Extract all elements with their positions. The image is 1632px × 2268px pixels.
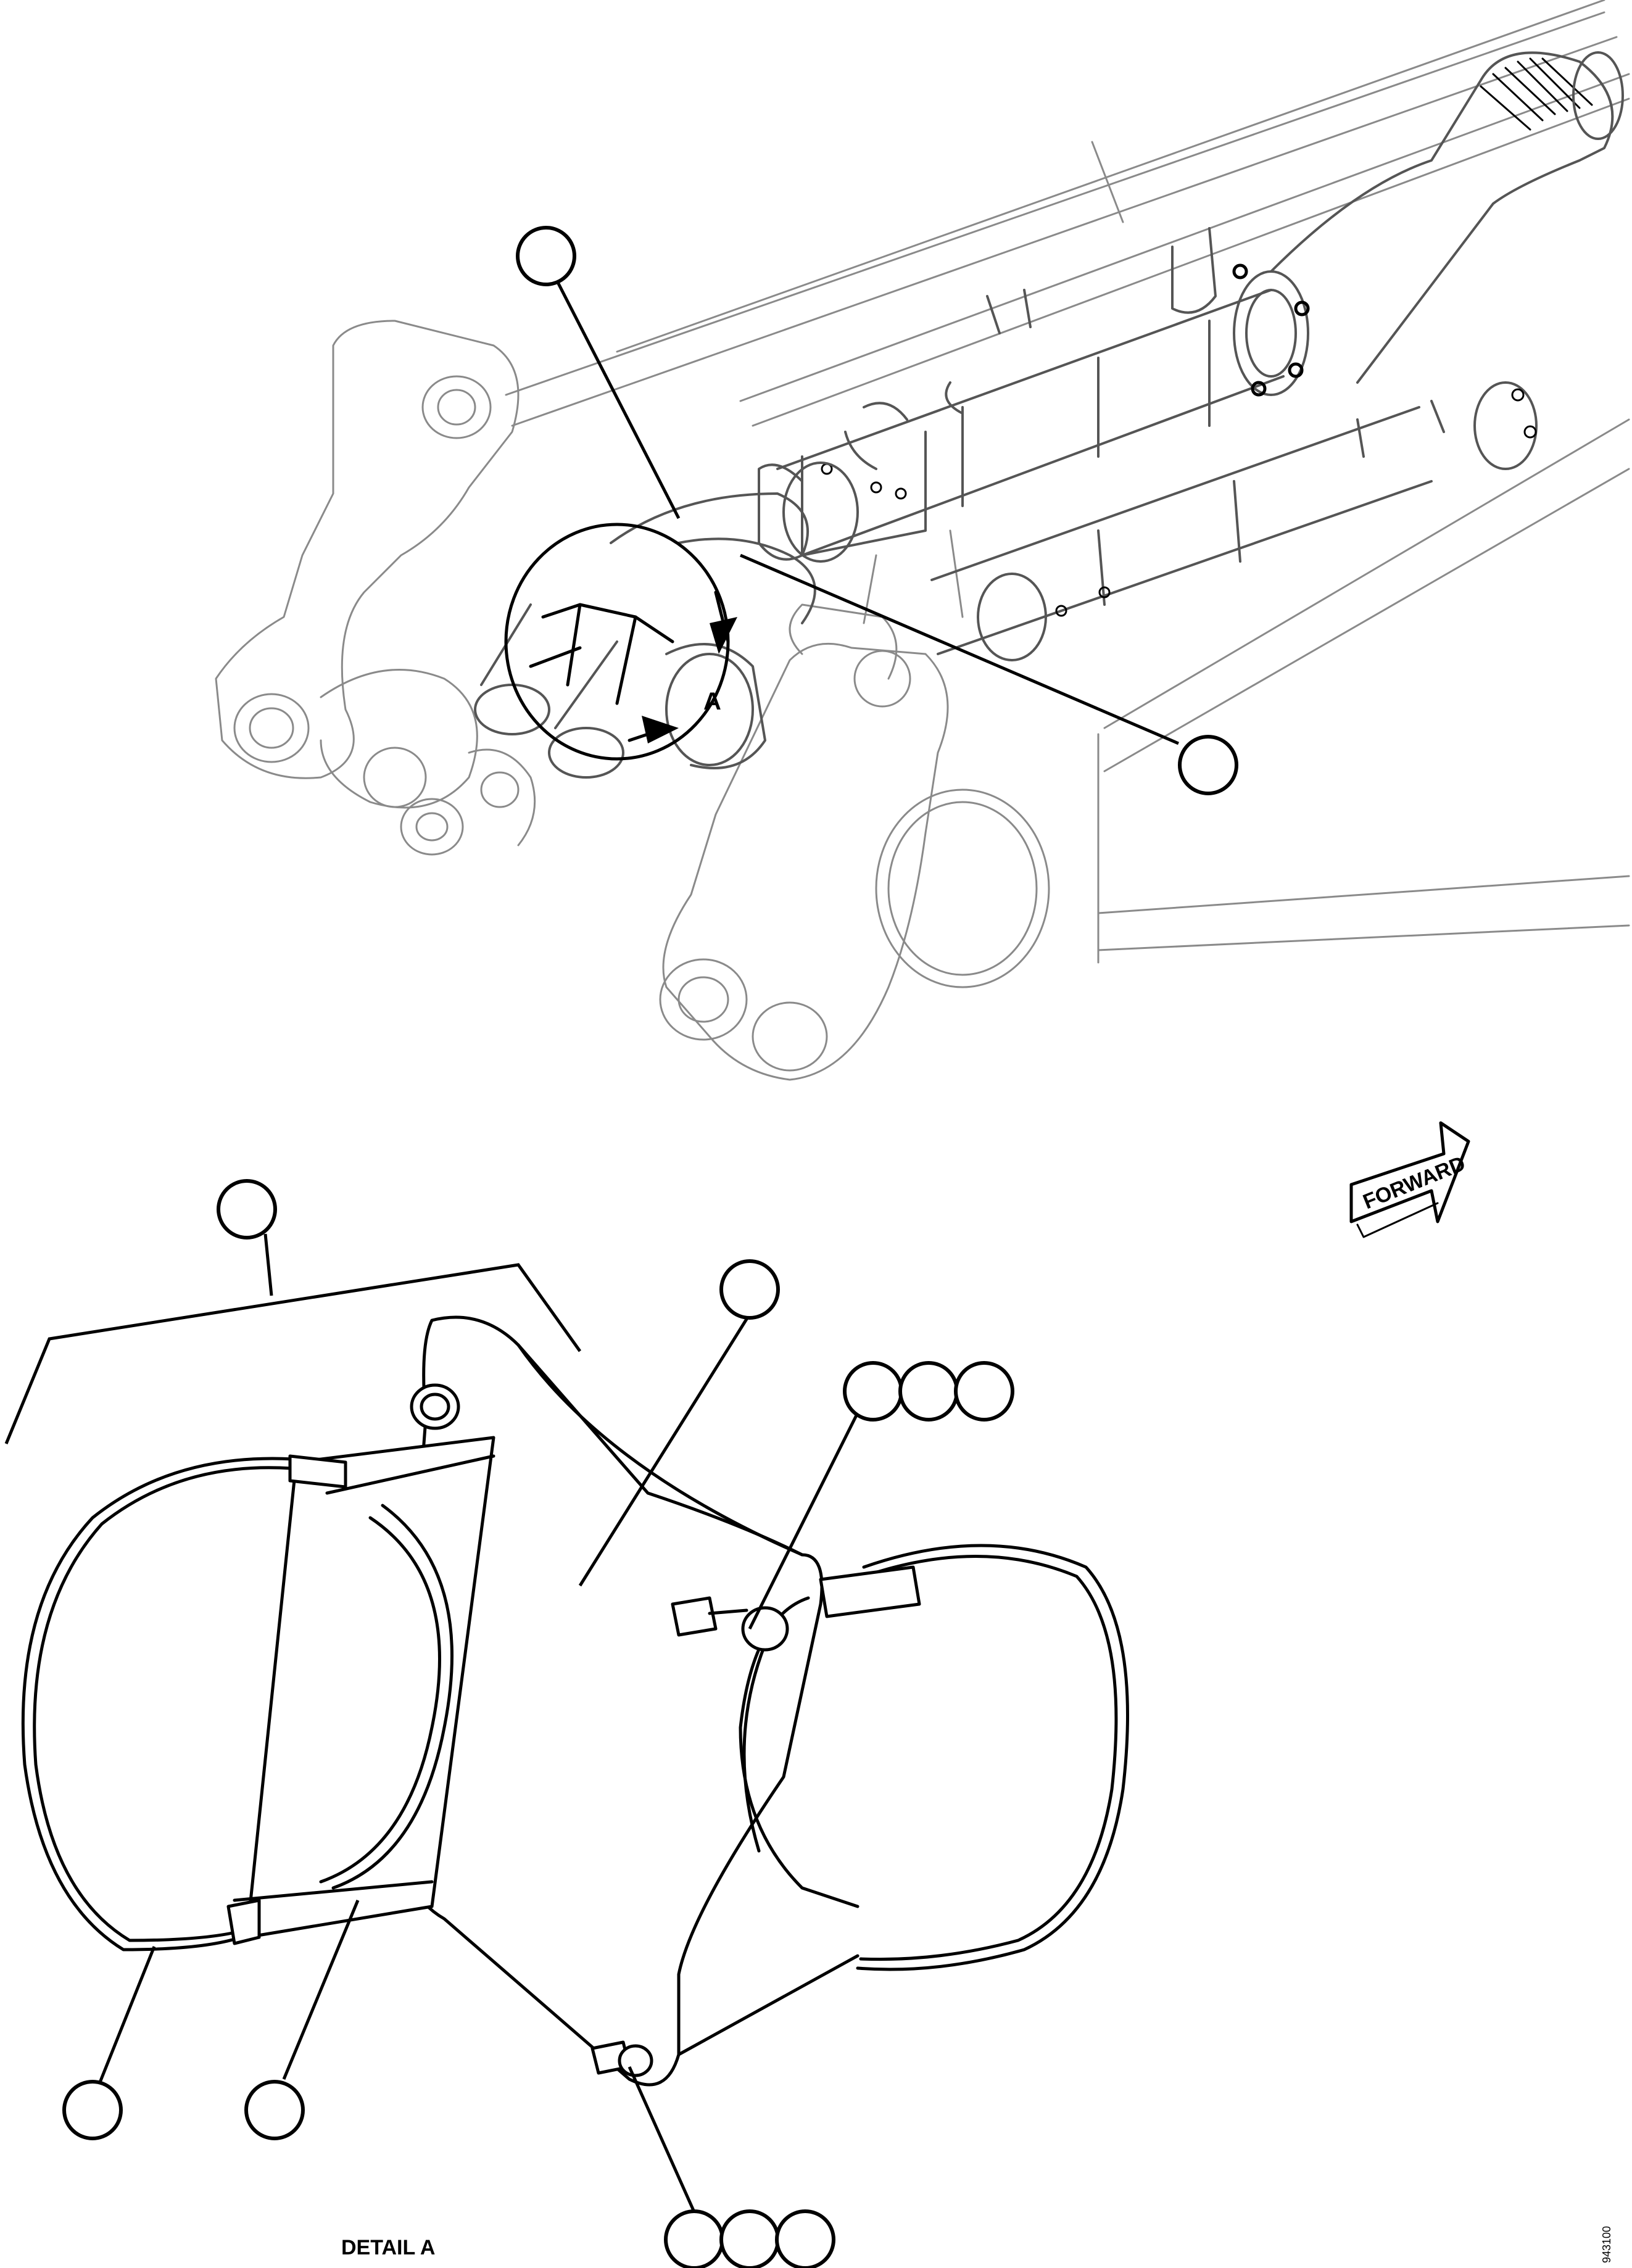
callout-bubble [664, 2209, 724, 2268]
callout-bubble [775, 2209, 835, 2268]
bolt [590, 2040, 653, 2077]
bolt [410, 1383, 460, 1430]
callout-bubble [898, 1361, 959, 1422]
detail-a-view: DETAIL A [4, 1179, 1129, 2268]
callout-bubble [719, 2209, 780, 2268]
callout-bubble [516, 226, 576, 286]
callout-bubble [244, 2080, 305, 2140]
drawing-id: 943100 [1601, 2226, 1613, 2263]
callout-bubble [843, 1361, 903, 1422]
callout-bubble [217, 1179, 277, 1240]
detail-label: DETAIL A [341, 2236, 435, 2259]
frame-assembly-view: A [215, 0, 1630, 1081]
callout-bubble [62, 2080, 123, 2140]
callout-bubble [719, 1259, 780, 1320]
forward-arrow: FORWARD [1349, 1121, 1470, 1238]
callout-bubble [954, 1361, 1014, 1422]
view-letter: A [703, 688, 721, 715]
callout-bubble [1178, 735, 1238, 795]
